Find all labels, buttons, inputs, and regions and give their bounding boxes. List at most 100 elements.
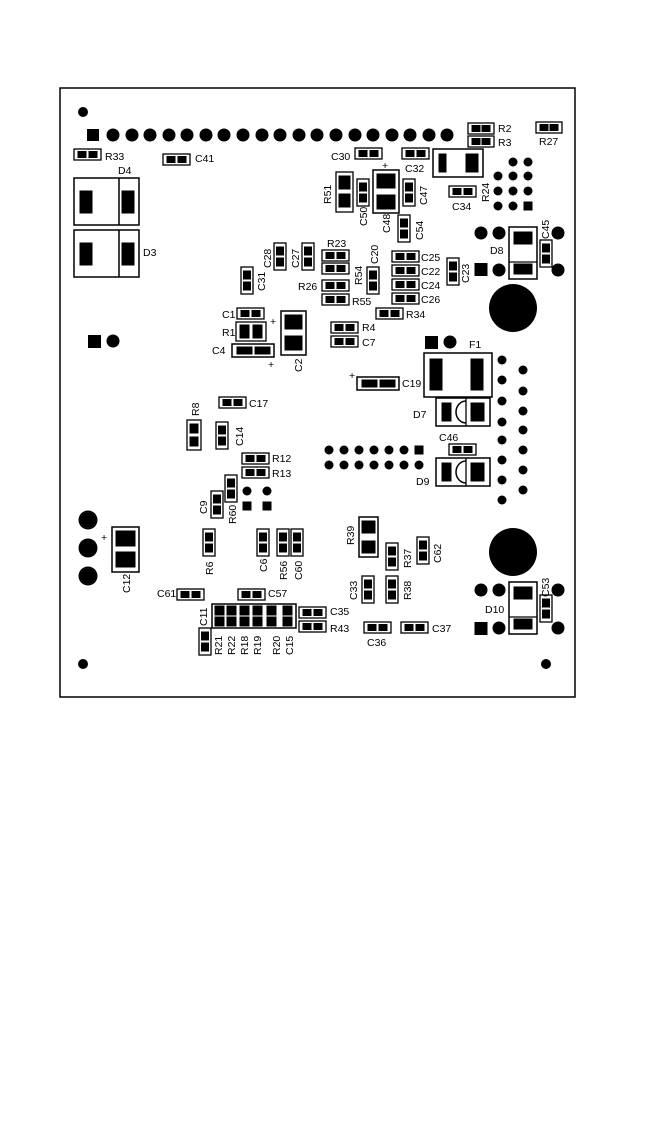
label-c23: C23 — [460, 264, 472, 283]
label-d8: D8 — [490, 245, 504, 257]
footprint-c9 — [210, 490, 224, 519]
label-d7: D7 — [413, 409, 427, 421]
footprint-c4 — [231, 343, 275, 358]
footprint-c34 — [448, 185, 477, 198]
label-d4: D4 — [118, 165, 132, 177]
header-pad — [162, 128, 176, 142]
label-c50: C50 — [358, 207, 370, 226]
footprint-c19 — [356, 376, 400, 391]
board-outline — [59, 87, 576, 698]
label-r60: R60 — [227, 505, 239, 524]
footprint-c47 — [402, 178, 416, 207]
header-pad — [366, 128, 380, 142]
footprint-c20 — [366, 266, 380, 295]
footprint-r51 — [335, 171, 354, 213]
label-r6: R6 — [204, 561, 216, 575]
polarity-plus-c4: + — [268, 359, 274, 371]
label-c35: C35 — [330, 606, 349, 618]
top-header-pins — [87, 128, 454, 142]
footprint-c45 — [539, 239, 553, 268]
label-r4: R4 — [362, 322, 376, 334]
label-c61: C61 — [157, 588, 176, 600]
mounting-hole — [78, 659, 88, 669]
label-r21: R21 — [213, 636, 225, 655]
label-r3: R3 — [498, 137, 512, 149]
footprint-r4 — [330, 321, 359, 334]
footprint-c17 — [218, 396, 247, 409]
polarity-plus-c48: + — [382, 160, 388, 172]
label-r56: R56 — [278, 561, 290, 580]
footprint-d4 — [73, 177, 140, 226]
footprint-c33 — [361, 575, 375, 604]
footprint-r39 — [358, 516, 379, 558]
footprint-r37 — [385, 542, 399, 571]
footprint-r8 — [186, 419, 202, 451]
label-c57: C57 — [268, 588, 287, 600]
label-r8: R8 — [190, 402, 202, 416]
mounting-holes — [78, 107, 551, 669]
label-r12: R12 — [272, 453, 291, 465]
header-pad — [125, 128, 139, 142]
footprint-r33 — [73, 148, 102, 161]
footprint-c30 — [354, 147, 383, 160]
footprint-r60 — [224, 474, 238, 503]
label-r19: R19 — [252, 636, 264, 655]
footprint-r27 — [535, 121, 563, 134]
polarity-marks: + + + + + — [101, 160, 388, 544]
footprint-c14 — [215, 421, 229, 450]
header-pad — [236, 128, 250, 142]
footprint-r3 — [467, 135, 495, 148]
header-pad — [348, 128, 362, 142]
label-c37: C37 — [432, 623, 451, 635]
footprint-c32 — [401, 147, 430, 160]
label-r13: R13 — [272, 468, 291, 480]
label-c48: C48 — [381, 214, 393, 233]
footprint-c61 — [176, 588, 205, 601]
label-c12: C12 — [121, 574, 133, 593]
footprint-c11 — [198, 627, 212, 656]
label-c2: C2 — [293, 358, 305, 372]
label-c46: C46 — [439, 432, 458, 444]
footprint-r38 — [385, 575, 399, 604]
footprint-c12 — [111, 526, 140, 573]
footprint-r56 — [276, 528, 290, 557]
footprint-c27 — [301, 242, 315, 271]
footprint-resistor-array — [211, 603, 297, 629]
footprint-c57 — [237, 588, 266, 601]
label-r24: R24 — [480, 183, 492, 202]
header-pad — [180, 128, 194, 142]
header-pad — [329, 128, 343, 142]
footprint-f1 — [423, 352, 493, 398]
footprint-c54 — [397, 214, 411, 243]
label-r23: R23 — [327, 238, 346, 250]
pin1-square-pad — [87, 129, 99, 141]
footprint-c2 — [280, 310, 307, 356]
label-c28: C28 — [262, 249, 274, 268]
through-hole-pads — [78, 157, 565, 635]
label-c9: C9 — [198, 500, 210, 514]
footprint-c6 — [256, 528, 270, 557]
label-r1: R1 — [222, 327, 236, 339]
footprint-r23-stack — [321, 249, 350, 306]
label-r54: R54 — [353, 266, 365, 285]
label-c53: C53 — [540, 578, 552, 597]
label-c47: C47 — [418, 186, 430, 205]
label-c22: C22 — [421, 266, 440, 278]
mounting-hole — [78, 107, 88, 117]
footprint-c48 — [372, 169, 400, 214]
header-pad — [403, 128, 417, 142]
label-r38: R38 — [402, 581, 414, 600]
label-d3: D3 — [143, 247, 157, 259]
label-d10: D10 — [485, 604, 504, 616]
footprint-c1 — [236, 307, 265, 320]
label-r27: R27 — [539, 136, 558, 148]
footprint-c46 — [448, 443, 477, 456]
footprint-r43 — [298, 620, 327, 633]
label-r55: R55 — [352, 296, 371, 308]
polarity-plus-c19: + — [349, 370, 355, 382]
footprint-c37 — [400, 621, 429, 634]
label-r37: R37 — [402, 549, 414, 568]
footprint-c23 — [446, 257, 460, 286]
footprint-c50 — [356, 178, 370, 207]
